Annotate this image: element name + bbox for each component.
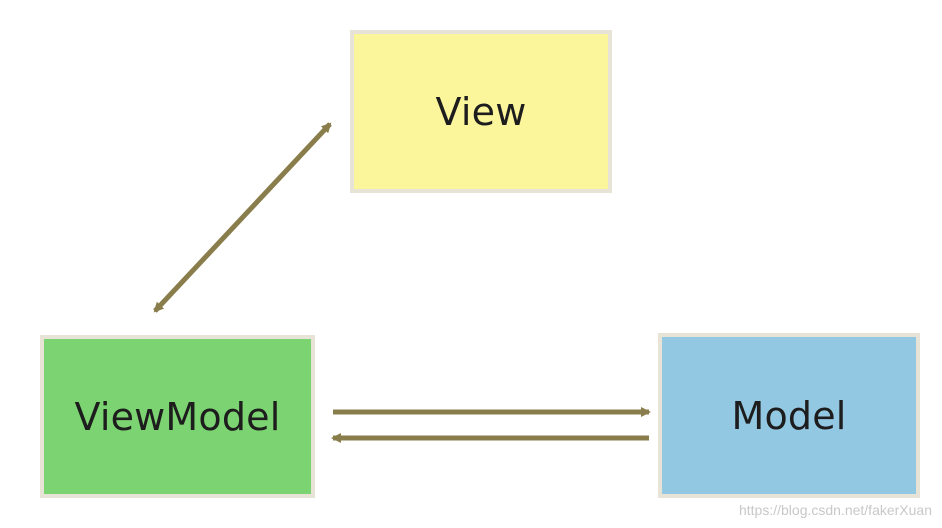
- viewmodel-node-label: ViewModel: [74, 394, 281, 439]
- viewmodel-node: ViewModel: [40, 335, 315, 498]
- view-node-label: View: [435, 89, 527, 134]
- edge-viewmodel-view: [153, 122, 332, 313]
- model-node: Model: [658, 333, 920, 498]
- watermark-text: https://blog.csdn.net/fakerXuan: [738, 502, 932, 518]
- view-node: View: [350, 30, 612, 193]
- model-node-label: Model: [731, 393, 847, 438]
